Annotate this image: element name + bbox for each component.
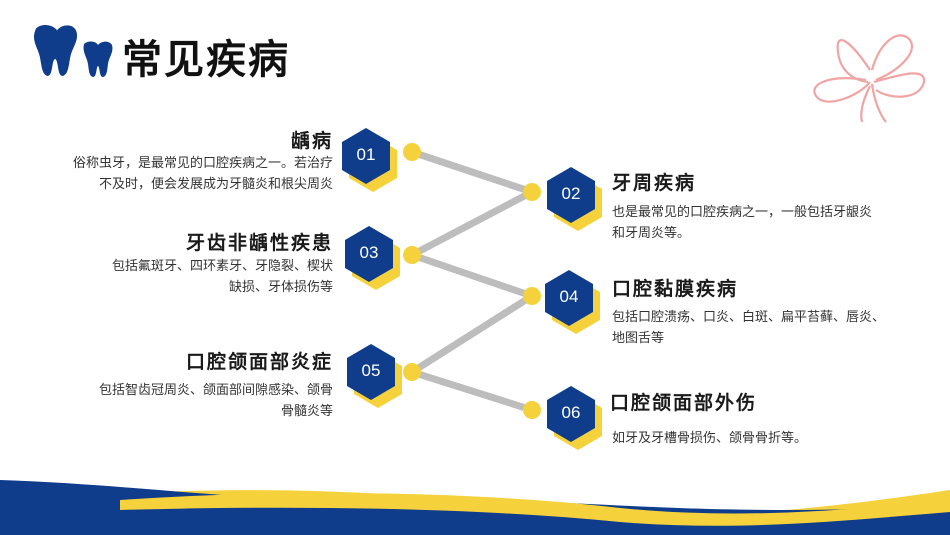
item-description: 如牙及牙槽骨损伤、颌骨骨折等。: [612, 428, 912, 449]
item-description: 包括口腔溃疡、口炎、白斑、扁平苔藓、唇炎、 地图舌等: [612, 307, 922, 349]
description-line: 包括智齿冠周炎、颌面部间隙感染、颌骨: [98, 383, 333, 398]
hexagon-02: [547, 167, 602, 231]
description-line: 包括氟斑牙、四环素牙、牙隐裂、楔状: [111, 259, 333, 274]
butterfly-icon: [813, 34, 926, 123]
hexagon-04: [545, 270, 600, 334]
connector-dot: [523, 183, 541, 201]
tooth-icon: [83, 41, 113, 77]
item-description: 也是最常见的口腔疾病之一，一般包括牙龈炎 和牙周炎等。: [612, 202, 912, 244]
hexagon-number: 05: [361, 361, 381, 380]
item-title: 口腔黏膜疾病: [612, 278, 739, 300]
connector-dot: [523, 287, 541, 305]
item-title: 口腔颌面部炎症: [185, 351, 333, 373]
description-line: 俗称虫牙，是最常见的口腔疾病之一。若治疗: [72, 156, 333, 171]
hexagon-number: 06: [561, 403, 581, 422]
zigzag-connector: [408, 148, 536, 414]
tooth-icon: [34, 25, 78, 76]
bottom-wave-yellow-top: [120, 493, 950, 526]
hexagon-03: [345, 226, 400, 290]
description-line: 包括口腔溃疡、口炎、白斑、扁平苔藓、唇炎、: [612, 310, 886, 325]
item-description: 包括智齿冠周炎、颌面部间隙感染、颌骨 骨髓炎等: [33, 380, 333, 422]
connector-dot: [403, 246, 421, 264]
connector-dot: [403, 363, 421, 381]
hexagon-number: 01: [356, 145, 376, 164]
hexagon-number: 03: [359, 243, 379, 262]
hexagon-number: 04: [559, 287, 579, 306]
description-line: 和牙周炎等。: [612, 226, 691, 241]
description-line: 如牙及牙槽骨损伤、颌骨骨折等。: [612, 431, 808, 446]
description-line: 地图舌等: [612, 331, 665, 346]
item-title: 牙齿非龋性疾患: [185, 232, 333, 254]
hexagon-06: [547, 386, 602, 450]
description-line: 不及时，便会发展成为牙髓炎和根尖周炎: [98, 177, 333, 192]
description-line: 骨髓炎等: [280, 404, 333, 419]
connector-dot: [403, 143, 421, 161]
hexagon-05: [347, 344, 402, 408]
hexagon-number: 02: [561, 184, 581, 203]
connector-dot: [523, 401, 541, 419]
item-title: 口腔颌面部外伤: [610, 392, 758, 414]
hexagon-01: [342, 128, 397, 192]
item-title: 牙周疾病: [612, 172, 697, 194]
item-description: 包括氟斑牙、四环素牙、牙隐裂、楔状 缺损、牙体损伤等: [33, 256, 333, 298]
item-description: 俗称虫牙，是最常见的口腔疾病之一。若治疗 不及时，便会发展成为牙髓炎和根尖周炎: [33, 153, 333, 195]
description-line: 也是最常见的口腔疾病之一，一般包括牙龈炎: [612, 205, 873, 220]
item-title: 龋病: [290, 130, 333, 152]
page-title: 常见疾病: [122, 37, 290, 83]
description-line: 缺损、牙体损伤等: [228, 280, 333, 295]
